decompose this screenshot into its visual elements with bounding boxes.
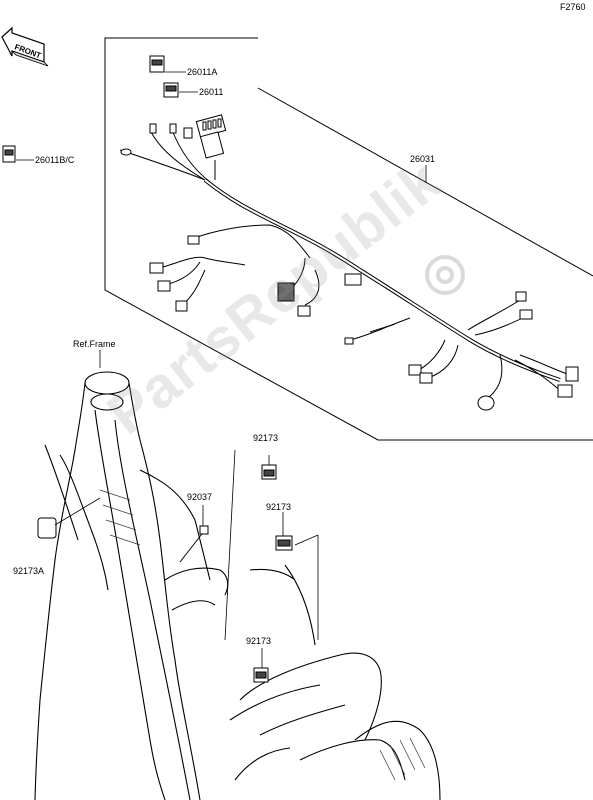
ref-frame-label[interactable]: Ref.Frame — [73, 339, 116, 349]
front-arrow-icon: FRONT — [1, 26, 49, 67]
clamp-92173-lower-icon — [253, 667, 269, 683]
clamp-92173-upper-icon — [261, 464, 277, 480]
figure-code: F2760 — [560, 2, 586, 12]
bolt-92037-icon — [179, 525, 209, 563]
part-label-92173-lower[interactable]: 92173 — [246, 636, 272, 646]
part-label-26031[interactable]: 26031 — [410, 154, 436, 164]
main-wiring-harness — [119, 129, 571, 401]
harness-connectors — [120, 114, 579, 411]
leader-92173A — [54, 497, 101, 526]
leader-92173-middle-b — [294, 534, 319, 546]
part-label-26011[interactable]: 26011 — [199, 87, 224, 97]
clamp-92173A-icon — [37, 517, 57, 539]
connector-26011BC-icon — [2, 145, 16, 163]
harness-box-diagonal — [257, 87, 593, 277]
part-label-92037[interactable]: 92037 — [187, 492, 213, 502]
harness-box-outline — [104, 37, 593, 441]
part-label-92173-middle[interactable]: 92173 — [266, 502, 292, 512]
connector-26011-icon — [163, 82, 179, 98]
frame-hatching — [99, 489, 426, 781]
gear-icon — [425, 255, 465, 295]
part-label-92173A[interactable]: 92173A — [13, 566, 45, 576]
connector-26011A-icon — [149, 55, 165, 73]
leader-92173-bracket — [224, 449, 236, 641]
motorcycle-frame — [34, 371, 441, 800]
part-label-26011BC[interactable]: 26011B/C — [35, 155, 75, 165]
part-label-26011A[interactable]: 26011A — [187, 67, 218, 77]
clamp-92173-middle-icon — [275, 535, 293, 551]
part-label-92173-upper[interactable]: 92173 — [253, 433, 279, 443]
